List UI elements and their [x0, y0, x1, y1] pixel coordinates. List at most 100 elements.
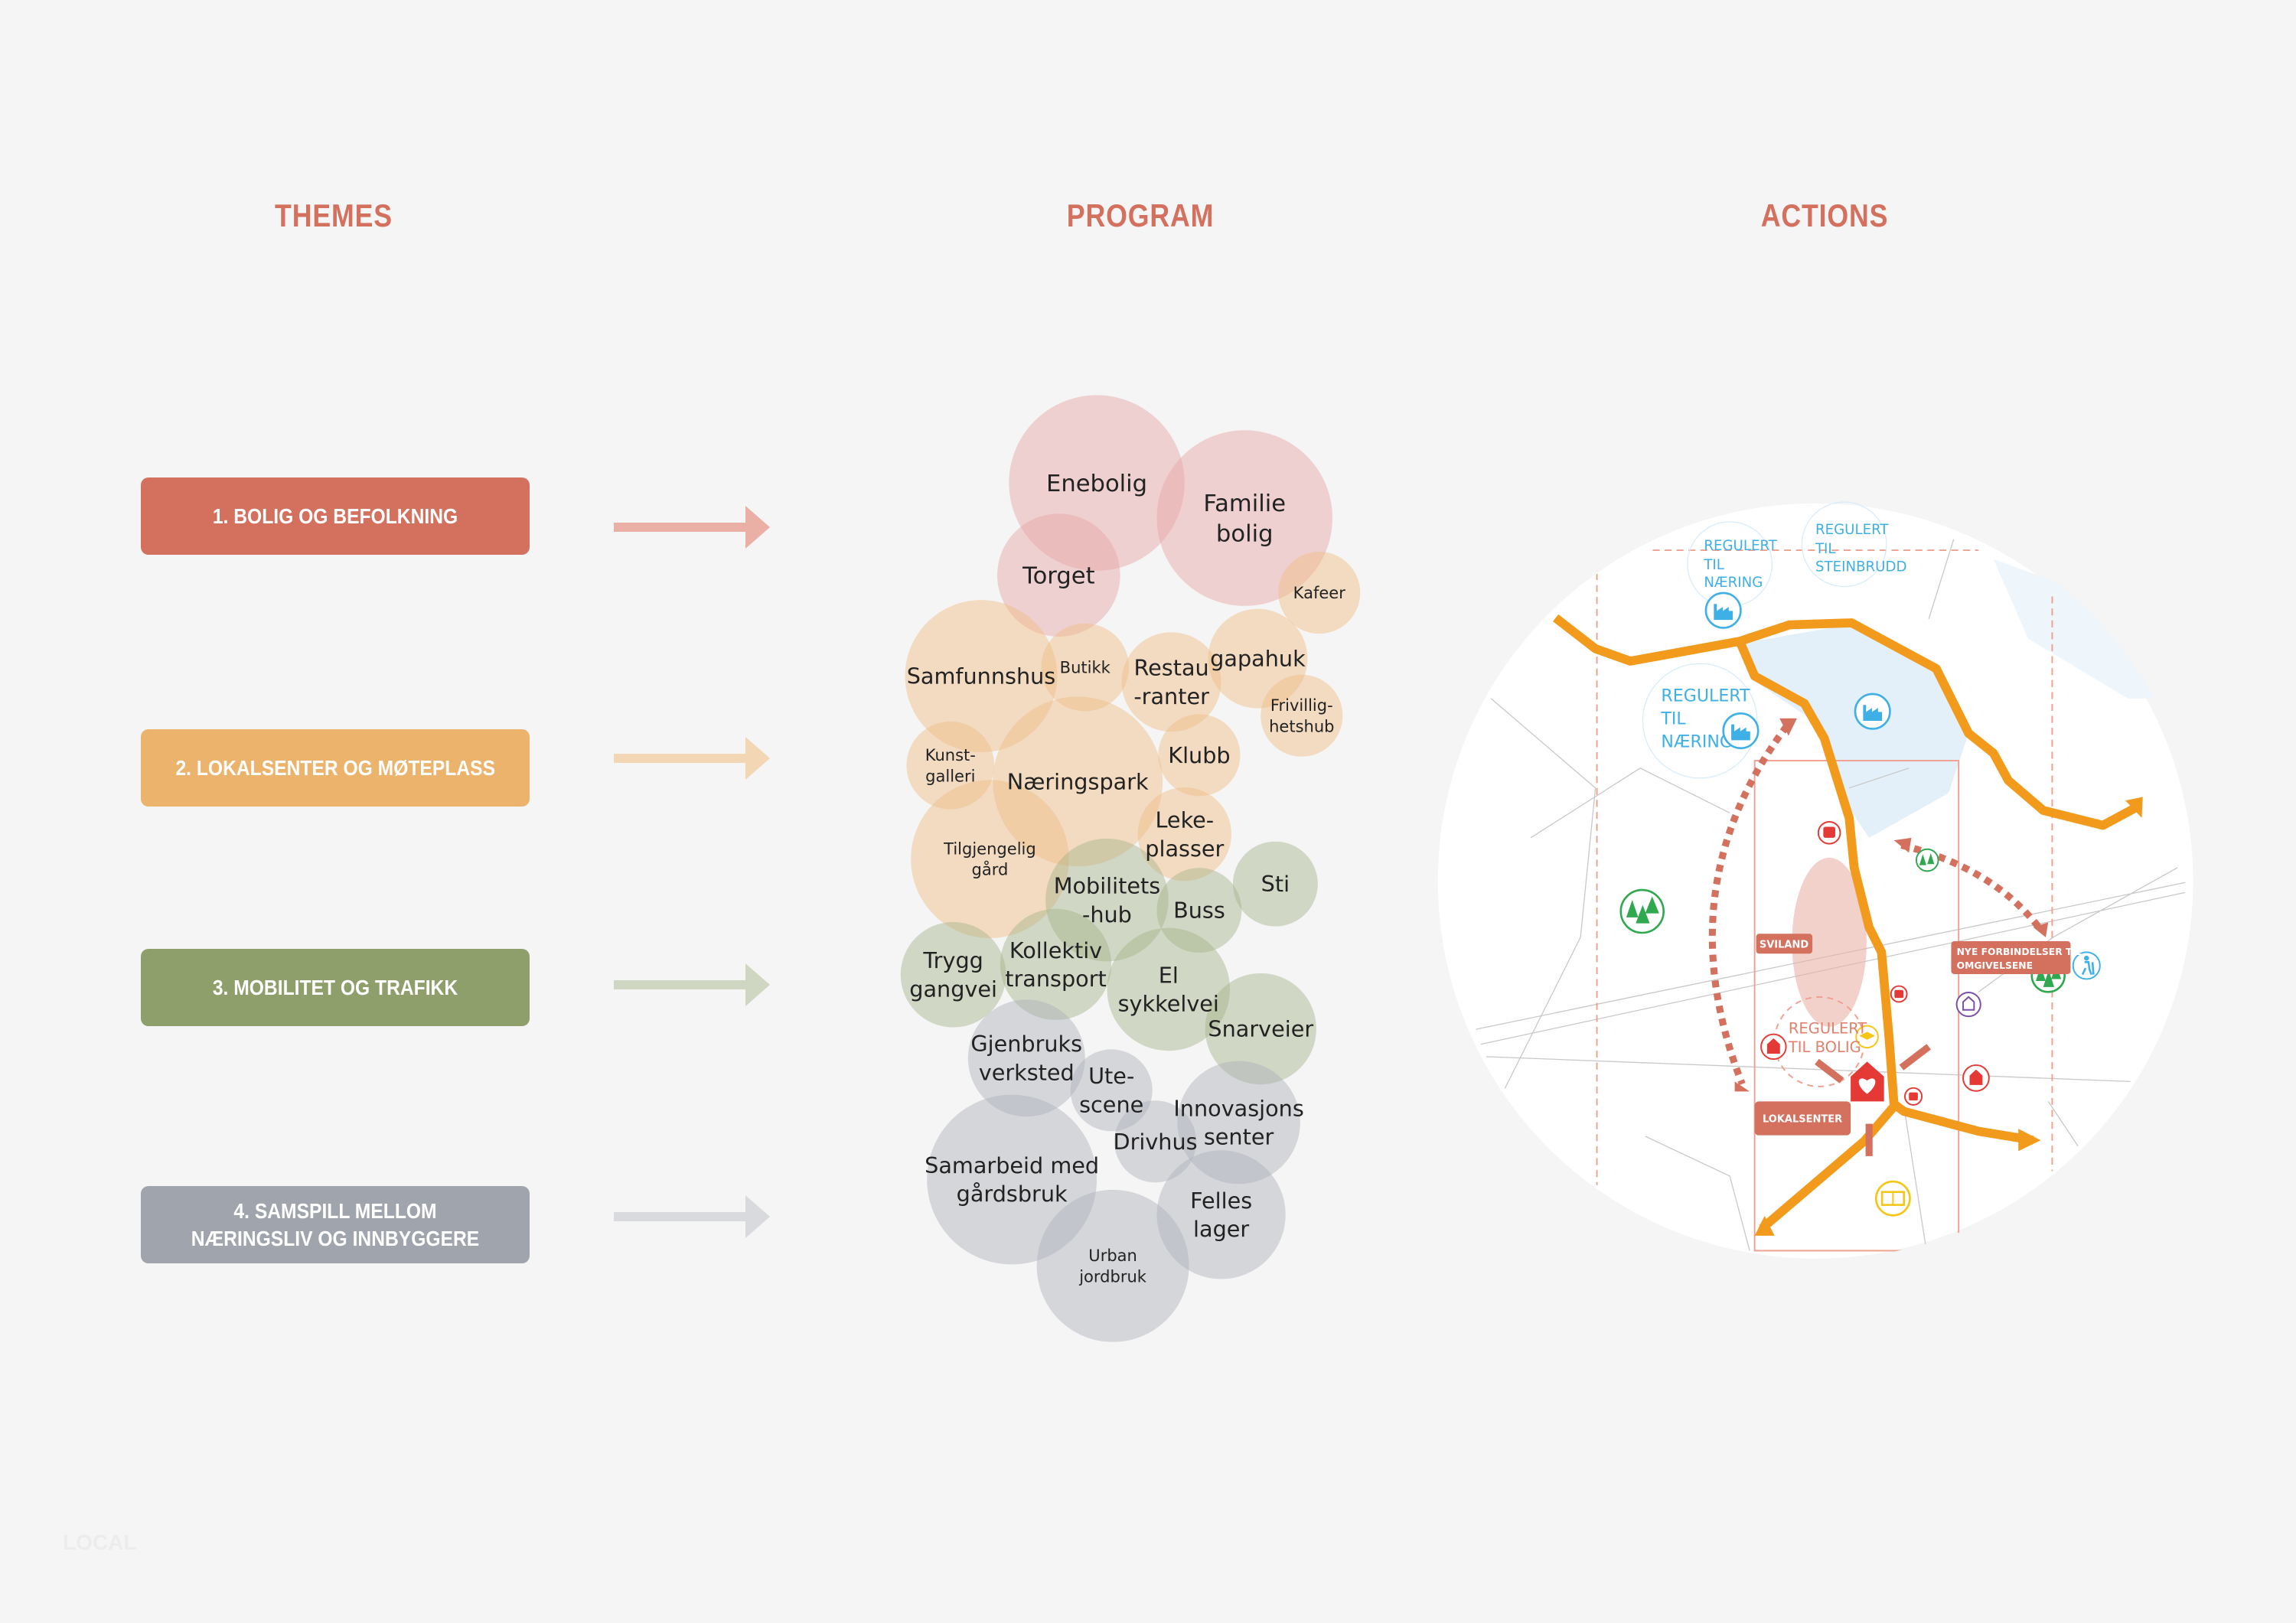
bubble-circle	[905, 600, 1058, 753]
bubble-circle	[900, 921, 1006, 1028]
bus-icon	[1904, 1087, 1923, 1106]
bubble-circle	[1278, 552, 1361, 634]
connections-label: NYE FORBINDELSER TIL OMGIVELSENE	[1951, 941, 2082, 974]
lokalsenter-text: LOKALSENTER	[1763, 1114, 1842, 1126]
bubble-circle	[1205, 973, 1316, 1085]
lokalsenter-label: LOKALSENTER	[1754, 1101, 1851, 1136]
bubble-circle	[906, 721, 995, 810]
sviland-label: SVILAND	[1756, 934, 1813, 954]
lokalsenter-heart-icon	[1851, 1061, 1884, 1102]
bubble-circle	[911, 780, 1069, 938]
bubble-circle	[1208, 608, 1308, 709]
community-house-icon	[1955, 992, 1981, 1018]
bubble-label: Klubb	[1168, 742, 1230, 768]
bubble-label: Buss	[1173, 898, 1225, 924]
zone-labels: REGULERT TIL NÆRING REGULERT TIL STEINBR…	[1642, 501, 1907, 779]
connections-text: OMGIVELSENE	[1957, 960, 2033, 971]
forest-icon	[1915, 848, 1939, 872]
theme-mobilitet: 3. MOBILITET OG TRAFIKK	[141, 949, 530, 1026]
bubble-circle	[1036, 1189, 1189, 1342]
bubble-label: Drivhus	[1114, 1129, 1198, 1155]
house-icon	[1760, 1033, 1787, 1061]
zone-label: STEINBRUDD	[1815, 559, 1907, 575]
bubble-label: gapahuk	[1210, 646, 1306, 672]
bubble-circle	[1261, 674, 1343, 757]
bubble-label: Sti	[1261, 871, 1290, 897]
actions-heading: ACTIONS	[1760, 197, 1889, 233]
bubble-label: Snarveier	[1208, 1016, 1313, 1042]
main-roads	[1553, 614, 2138, 1232]
bubble-circle	[1045, 838, 1169, 962]
bubble-circle	[997, 513, 1120, 637]
bolig-zone-label: REGULERT	[1789, 1019, 1867, 1037]
bubble-label: Torget	[1022, 562, 1094, 589]
bubble-circle	[927, 1094, 1097, 1265]
house-icon	[1962, 1064, 1990, 1092]
arrow-right-icon	[614, 506, 770, 549]
themes-heading: THEMES	[275, 197, 393, 233]
bubble-label: Kafeer	[1293, 583, 1346, 602]
connections-text: NYE FORBINDELSER TIL	[1957, 947, 2082, 957]
theme-lokalsenter: 2. LOKALSENTER OG MØTEPLASS	[141, 729, 530, 807]
bubble-label: Mobilitets-hub	[1054, 873, 1160, 927]
sports-field-icon	[1874, 1180, 1911, 1217]
program-bubble-cluster	[900, 395, 1361, 1342]
bubble-circle	[1156, 430, 1332, 606]
arrows-to-lokalsenter	[1815, 1044, 1931, 1156]
factory-icon	[1722, 712, 1760, 750]
sviland-text: SVILAND	[1760, 939, 1808, 950]
zone-label: REGULERT	[1661, 686, 1750, 706]
zone-label: TIL	[1815, 541, 1836, 557]
zone-label: NÆRING	[1704, 575, 1763, 591]
action-map: REGULERT TIL NÆRING REGULERT TIL STEINBR…	[1437, 501, 2193, 1259]
bus-icon	[1817, 821, 1841, 845]
bubble-circle	[1158, 714, 1241, 797]
bubble-circle	[1009, 395, 1185, 571]
bubble-label: Restau-ranter	[1133, 655, 1209, 709]
bubble-label: Enebolig	[1046, 471, 1147, 497]
arrow-right-icon	[614, 1195, 770, 1238]
school-icon	[1855, 1025, 1879, 1049]
bubble-circle	[967, 999, 1085, 1117]
bubble-circle	[1156, 868, 1242, 953]
forest-icon	[1619, 888, 1665, 934]
bubble-label: Butikk	[1060, 657, 1111, 676]
zone-label: TIL	[1703, 557, 1724, 573]
dotted-connection-arrows	[1708, 723, 2044, 1086]
bubble-circle	[1121, 632, 1221, 732]
watermark: LOCAL	[63, 1530, 137, 1554]
bubble-circle	[1156, 1150, 1286, 1279]
bubble-label: Samfunnshus	[907, 663, 1056, 689]
bubble-circle	[993, 696, 1163, 867]
bus-icon	[1890, 985, 1908, 1003]
zone-label: TIL	[1660, 709, 1686, 729]
bubble-label: Næringspark	[1007, 768, 1149, 794]
theme-samspill: 4. SAMSPILL MELLOM NÆRINGSLIV OG INNBYGG…	[141, 1186, 530, 1263]
zone-label: REGULERT	[1704, 538, 1777, 554]
theme-bolig: 1. BOLIG OG BEFOLKNING	[141, 477, 530, 555]
theme-label: 2. LOKALSENTER OG MØTEPLASS	[175, 755, 495, 780]
map-content: REGULERT TIL NÆRING REGULERT TIL STEINBR…	[1476, 501, 2188, 1259]
sviland-area	[1792, 857, 1867, 1027]
bubble-circle	[1137, 787, 1232, 882]
theme-label: 1. BOLIG OG BEFOLKNING	[212, 504, 458, 528]
bubble-circle	[1041, 623, 1130, 712]
zone-label: NÆRING	[1661, 732, 1733, 752]
bubble-label: Leke-plasser	[1145, 807, 1224, 862]
bubble-label: Ute-scene	[1079, 1063, 1143, 1117]
bubble-label: Kunst-galleri	[925, 745, 976, 785]
bubble-circle	[1232, 841, 1318, 927]
bolig-zone-label: TIL BOLIG	[1788, 1038, 1861, 1056]
